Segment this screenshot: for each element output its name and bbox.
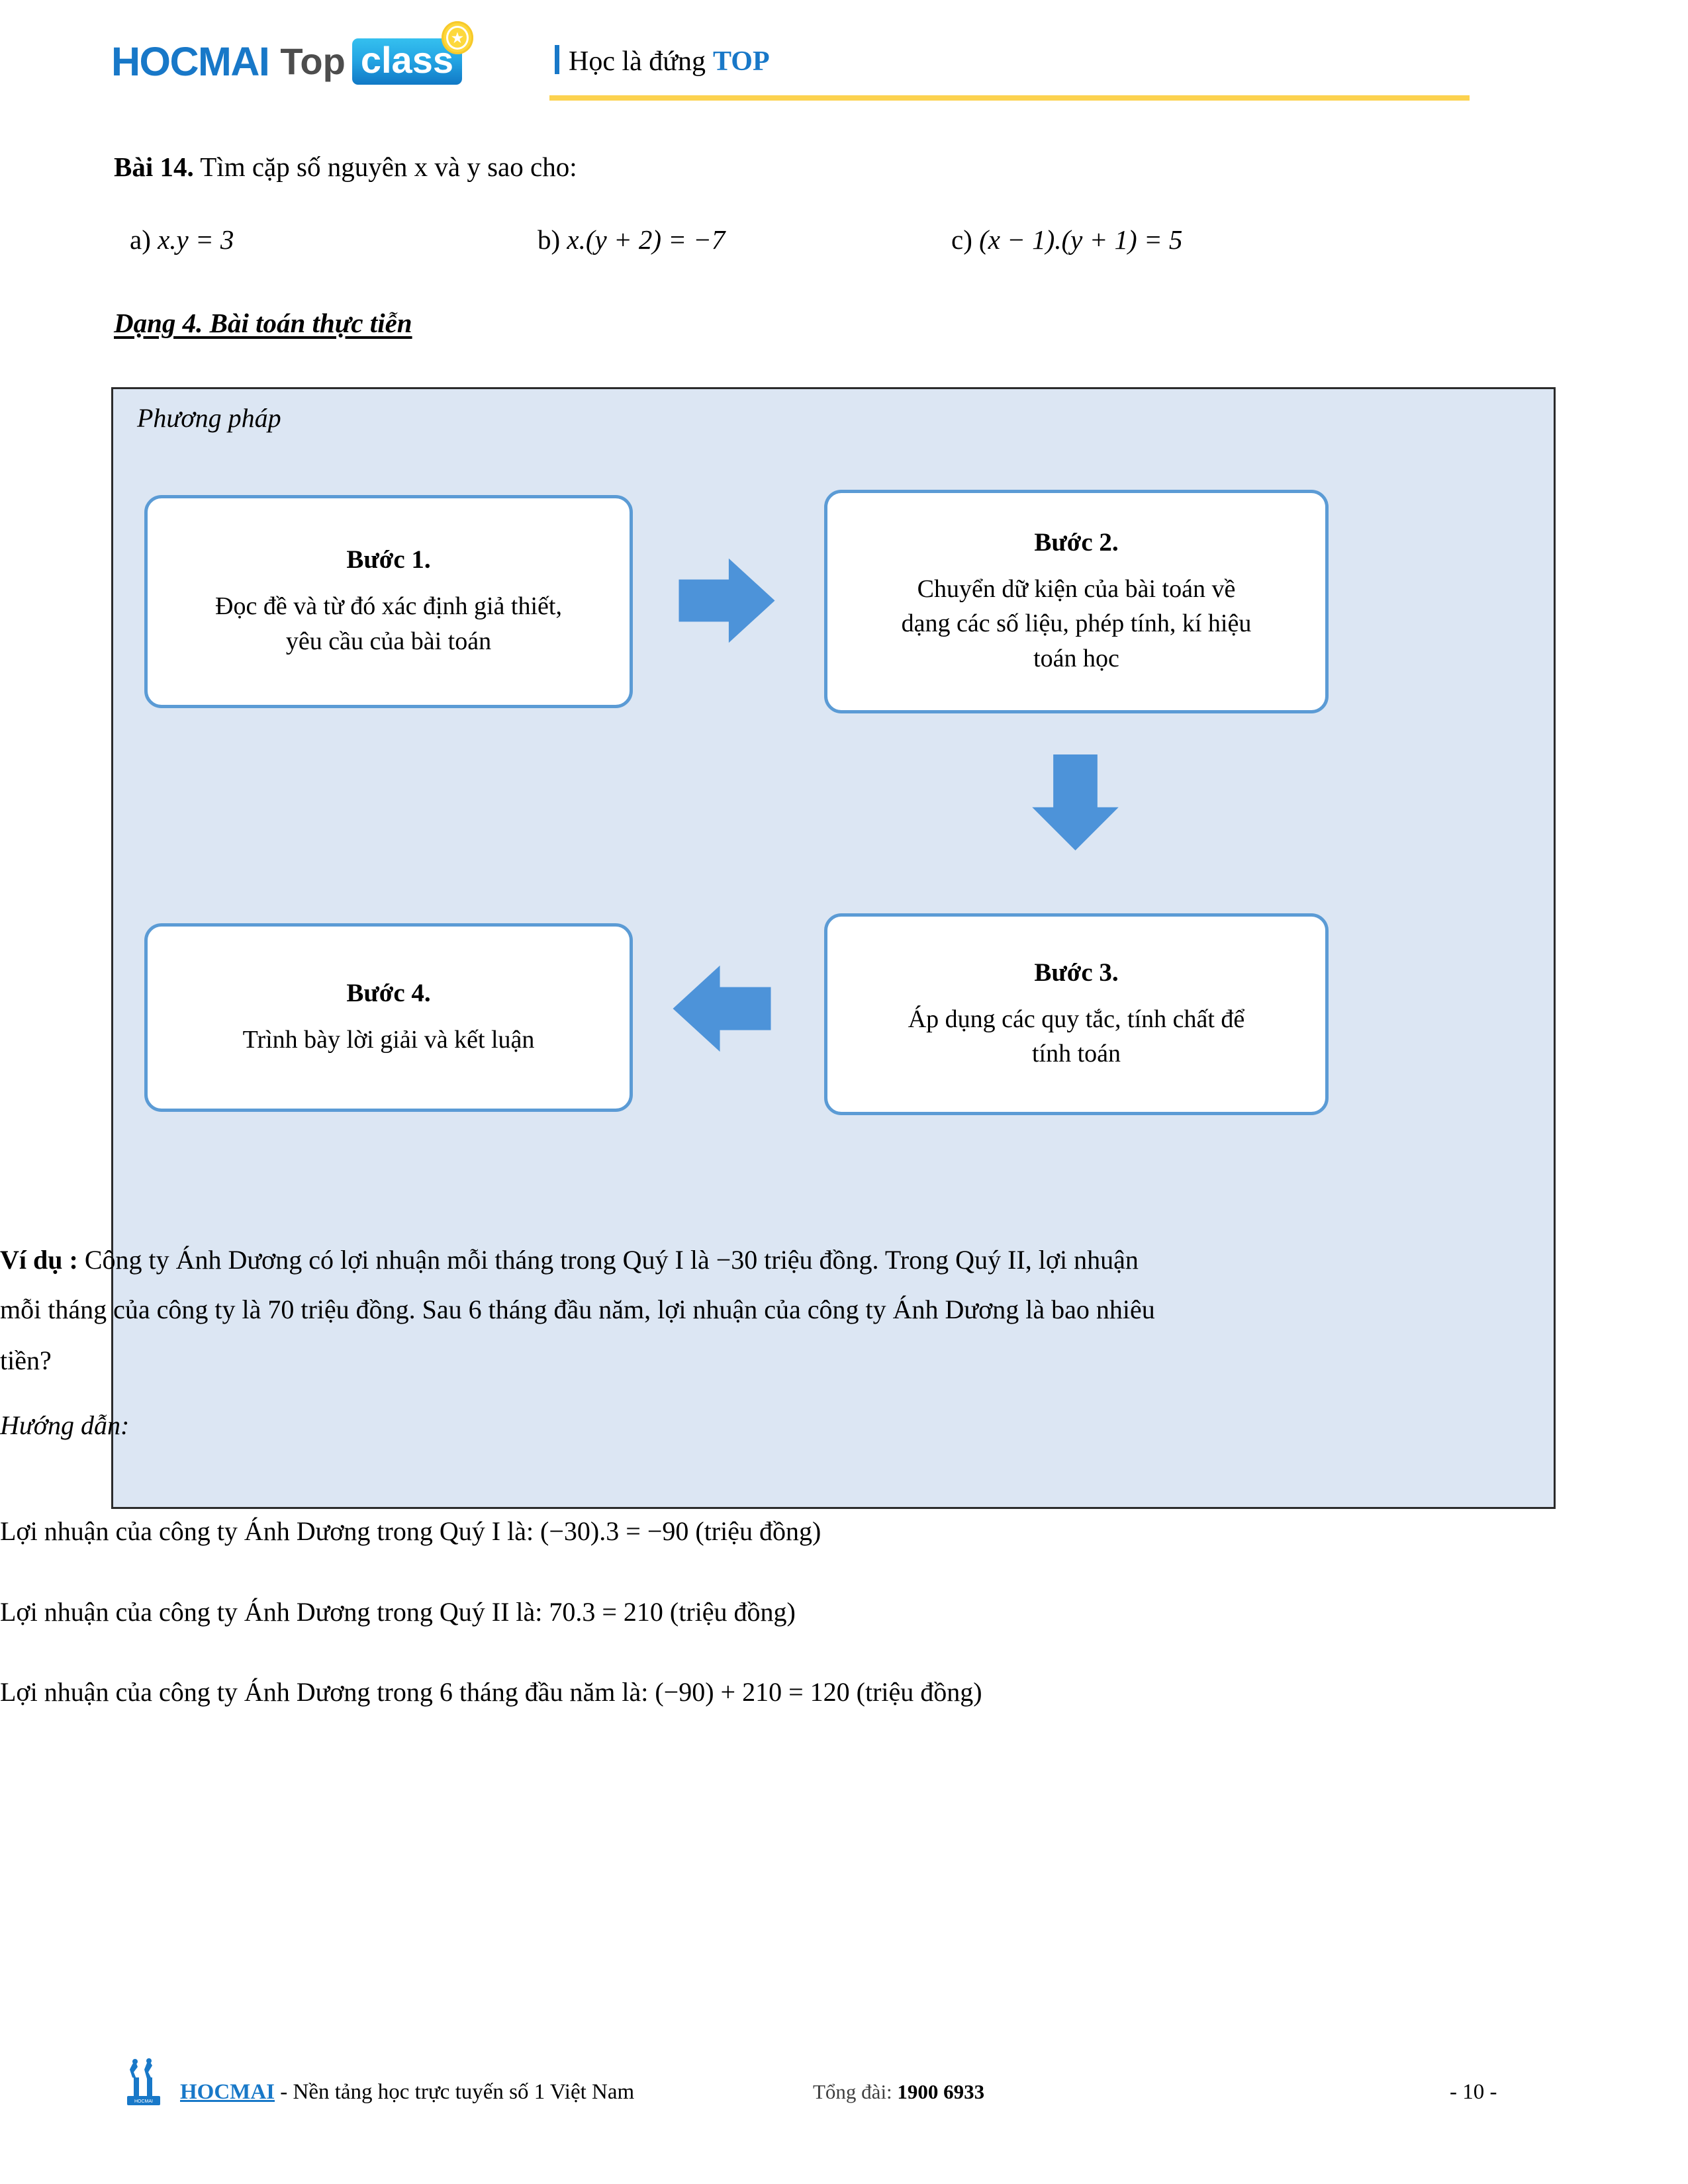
tagline-divider-bar [555, 45, 559, 74]
step-3-name: Bước 3. [1034, 958, 1119, 987]
footer-hotline-number: 1900 6933 [897, 2080, 985, 2103]
step-3-desc-line-2: tính toán [1031, 1040, 1121, 1068]
exercise-prompt: Tìm cặp số nguyên x và y sao cho: [200, 152, 577, 182]
page-header: HOCMAI Top class ★ Học là đứng TOP [0, 0, 1688, 116]
step-1-name: Bước 1. [346, 545, 431, 574]
logo-class-badge-box: class ★ [352, 21, 473, 85]
logo-top-text: Top [280, 40, 346, 82]
star-glyph: ★ [450, 29, 465, 46]
logo-class-text: class [360, 39, 453, 81]
star-badge-icon: ★ [441, 21, 473, 54]
tagline-accent-text: TOP [713, 46, 770, 77]
step-3-desc-line-1: Áp dụng các quy tắc, tính chất để [908, 1005, 1245, 1033]
arrow-down-icon [1032, 754, 1119, 850]
step-4-desc-line-1: Trình bày lời giải và kết luận [242, 1025, 535, 1054]
item-b-expression: x.(y + 2) = −7 [567, 224, 726, 255]
flowchart-step-1: Bước 1. Đọc đề và từ đó xác định giả thi… [144, 495, 633, 708]
exercise-title: Bài 14. Tìm cặp số nguyên x và y sao cho… [114, 151, 577, 183]
exercise-item-b: b) x.(y + 2) = −7 [538, 224, 725, 255]
footer-page-number: - 10 - [1450, 2080, 1497, 2104]
step-1-description: Đọc đề và từ đó xác định giả thiết, yêu … [215, 589, 562, 659]
footer-hotline: Tổng đài: 1900 6933 [813, 2080, 984, 2104]
example-line-1-text: Công ty Ánh Dương có lợi nhuận mỗi tháng… [84, 1245, 1139, 1275]
footer-brand: HOCMAI [180, 2080, 275, 2104]
exercise-number: Bài 14. [114, 152, 194, 182]
example-line-1: Ví dụ : Công ty Ánh Dương có lợi nhuận m… [0, 1244, 1403, 1275]
flowchart-step-3: Bước 3. Áp dụng các quy tắc, tính chất đ… [824, 913, 1329, 1115]
item-a-label: a) [130, 224, 151, 255]
step-1-desc-line-2: yêu cầu của bài toán [285, 627, 492, 655]
tagline-text: Học là đứng [569, 46, 706, 77]
step-2-name: Bước 2. [1034, 527, 1119, 557]
item-a-expression: x.y = 3 [158, 224, 234, 255]
solution-line-2: Lợi nhuận của công ty Ánh Dương trong Qu… [0, 1597, 796, 1627]
step-1-desc-line-1: Đọc đề và từ đó xác định giả thiết, [215, 592, 562, 621]
example-label: Ví dụ : [0, 1245, 78, 1275]
exercise-items-row: a) x.y = 3 b) x.(y + 2) = −7 c) (x − 1).… [0, 224, 1688, 270]
flowchart-step-2: Bước 2. Chuyển dữ kiện của bài toán về d… [824, 490, 1329, 713]
example-line-2: mỗi tháng của công ty là 70 triệu đồng. … [0, 1295, 1155, 1324]
hocmai-topclass-logo: HOCMAI Top class ★ [111, 21, 473, 86]
hocmai-people-icon: HOCMAI [127, 2058, 160, 2105]
flowchart-step-4: Bước 4. Trình bày lời giải và kết luận [144, 923, 633, 1112]
solution-line-3: Lợi nhuận của công ty Ánh Dương trong 6 … [0, 1677, 982, 1707]
arrow-left-icon [673, 965, 771, 1052]
arrow-right-icon [679, 558, 775, 643]
step-2-desc-line-1: Chuyển dữ kiện của bài toán về [917, 574, 1236, 603]
step-2-desc-line-2: dạng các số liệu, phép tính, kí hiệu [901, 610, 1252, 638]
header-yellow-rule [549, 95, 1470, 101]
item-b-label: b) [538, 224, 561, 255]
footer-tagline: - Nền tảng học trực tuyến số 1 Việt Nam [280, 2080, 635, 2104]
footer-hotline-label: Tổng đài: [813, 2080, 892, 2103]
step-2-description: Chuyển dữ kiện của bài toán về dạng các … [902, 572, 1252, 676]
logo-hocmai-text: HOCMAI [111, 38, 270, 84]
method-panel-title: Phương pháp [137, 403, 281, 433]
exercise-item-c: c) (x − 1).(y + 1) = 5 [951, 224, 1182, 255]
section-heading: Dạng 4. Bài toán thực tiễn [114, 308, 412, 338]
guide-label: Hướng dẫn: [0, 1410, 130, 1440]
step-2-desc-line-3: toán học [1033, 644, 1119, 672]
svg-text:HOCMAI: HOCMAI [134, 2099, 153, 2104]
page-footer: HOCMAI HOCMAI - Nền tảng học trực tuyến … [0, 2055, 1688, 2128]
header-tagline: Học là đứng TOP [555, 41, 770, 82]
item-c-expression: (x − 1).(y + 1) = 5 [979, 224, 1183, 255]
footer-brand-line: HOCMAI - Nền tảng học trực tuyến số 1 Vi… [180, 2080, 634, 2105]
item-c-label: c) [951, 224, 972, 255]
exercise-item-a: a) x.y = 3 [130, 224, 234, 255]
step-4-name: Bước 4. [346, 978, 431, 1007]
step-4-description: Trình bày lời giải và kết luận [243, 1023, 535, 1057]
solution-line-1: Lợi nhuận của công ty Ánh Dương trong Qu… [0, 1516, 821, 1546]
example-line-3: tiền? [0, 1345, 52, 1375]
step-3-description: Áp dụng các quy tắc, tính chất để tính t… [908, 1002, 1245, 1071]
